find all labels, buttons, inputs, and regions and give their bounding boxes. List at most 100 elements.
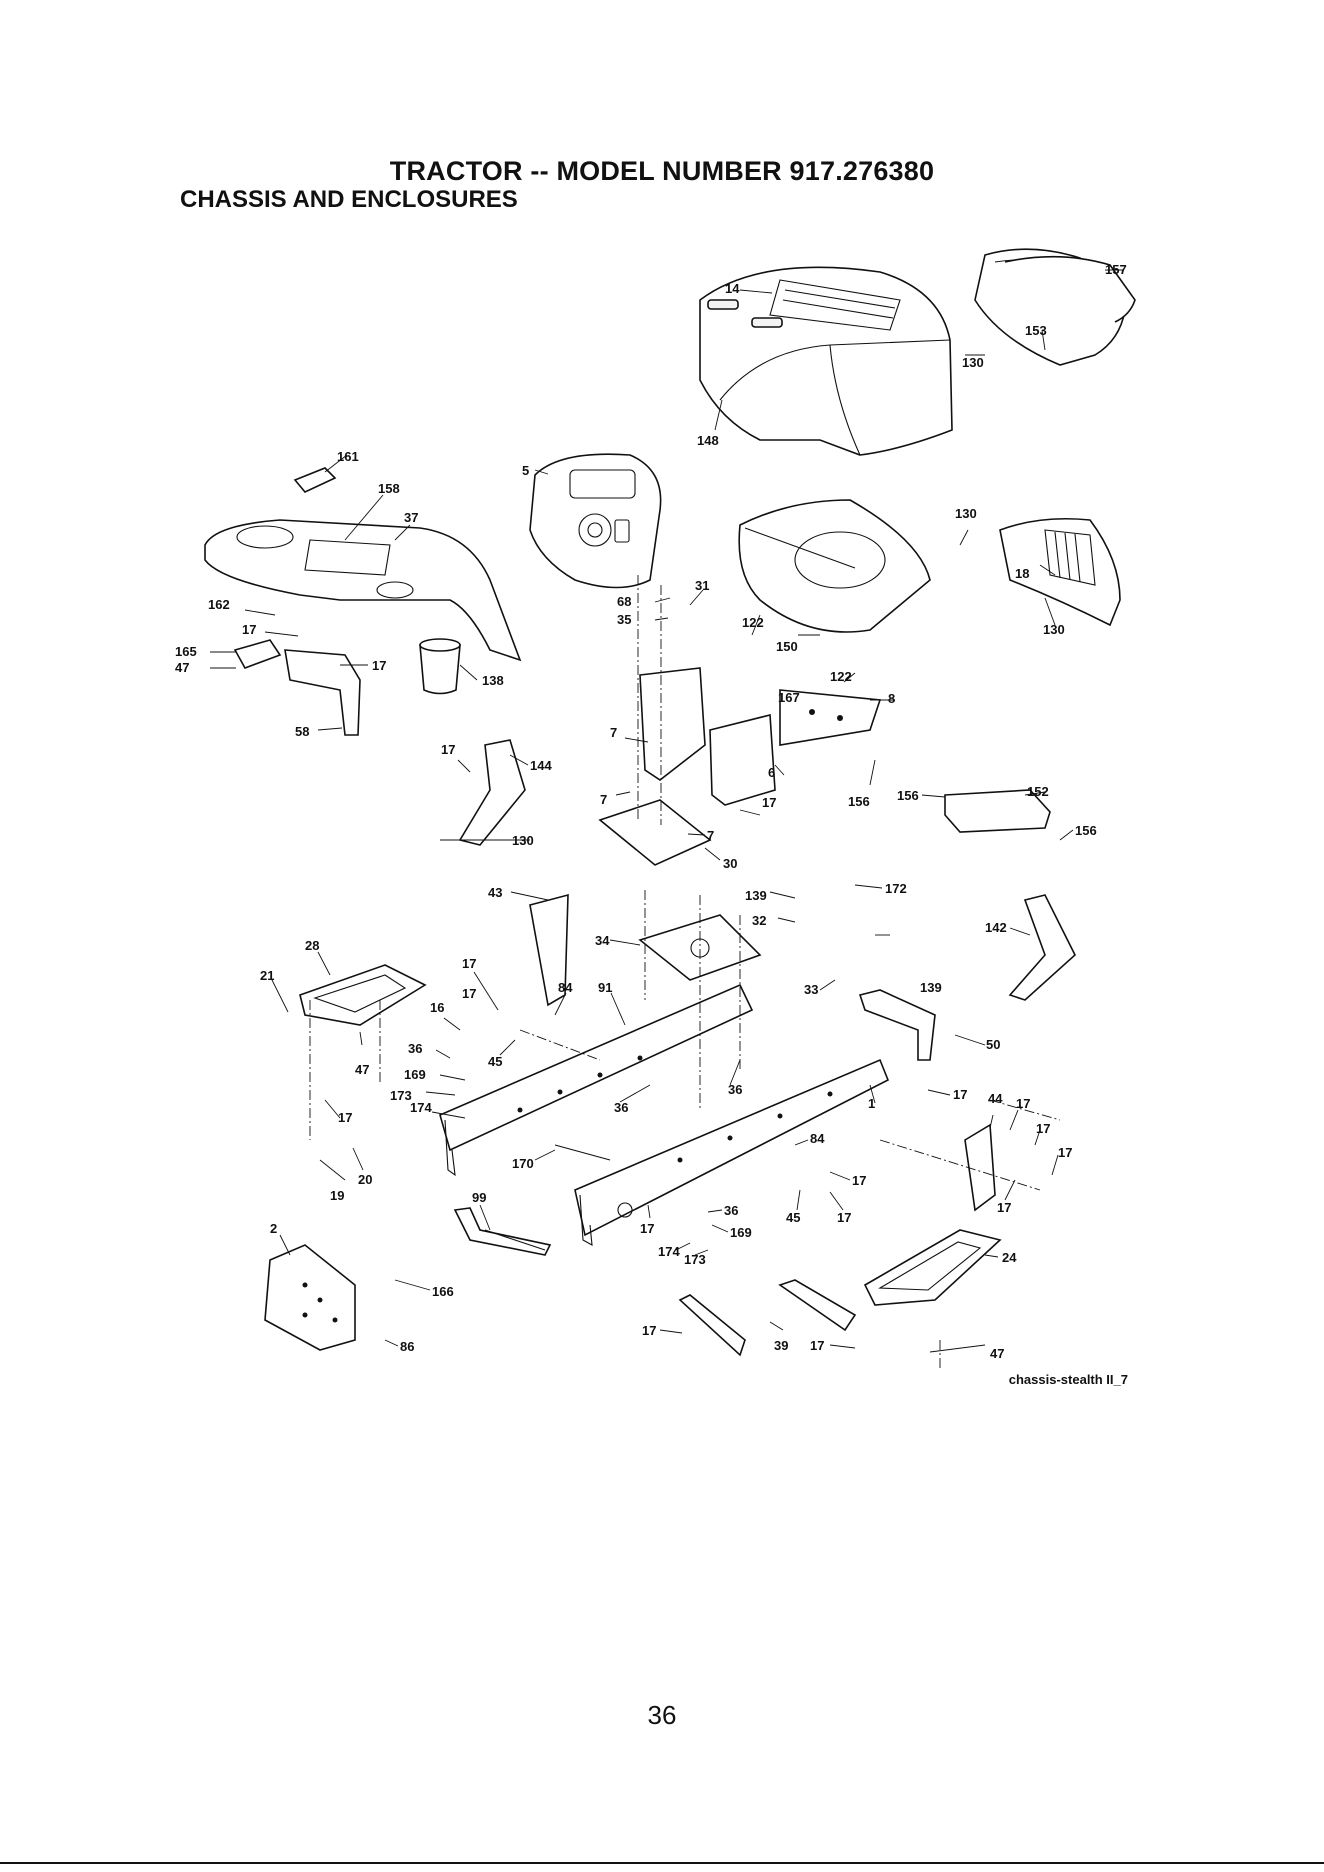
callout-label: 91 — [598, 980, 612, 995]
callout-label: 130 — [1043, 622, 1065, 637]
callout-label: 47 — [355, 1062, 369, 1077]
callout-label: 16 — [430, 1000, 444, 1015]
callout-label: 17 — [852, 1173, 866, 1188]
callout-label: 7 — [610, 725, 617, 740]
callout-label: 169 — [404, 1067, 426, 1082]
callout-label: 14 — [725, 281, 740, 296]
callout-label: 18 — [1015, 566, 1029, 581]
hood-part — [699, 266, 953, 456]
callout-label: 68 — [617, 594, 631, 609]
callout-label: 17 — [810, 1338, 824, 1353]
callout-label: 17 — [242, 622, 256, 637]
callout-label: 173 — [684, 1252, 706, 1267]
callout-label: 34 — [595, 933, 610, 948]
plate-30-part — [598, 799, 712, 866]
callout-label: 153 — [1025, 323, 1047, 338]
callout-label: 84 — [558, 980, 573, 995]
callout-label: 148 — [697, 433, 719, 448]
callout-label: 99 — [472, 1190, 486, 1205]
callout-label: 17 — [372, 658, 386, 673]
callout-label: 5 — [522, 463, 529, 478]
callout-label: 173 — [390, 1088, 412, 1103]
callout-label: 47 — [990, 1346, 1004, 1361]
footrest-right-part — [863, 1229, 1002, 1306]
callout-label: 7 — [600, 792, 607, 807]
callout-label: 174 — [410, 1100, 432, 1115]
callout-label: 167 — [778, 690, 800, 705]
callout-label: 24 — [1002, 1250, 1017, 1265]
axle-plate-part — [264, 1244, 356, 1351]
battery-box-part — [999, 518, 1121, 627]
callout-label: 20 — [358, 1172, 372, 1187]
callout-label: 156 — [848, 794, 870, 809]
callout-label: 17 — [1058, 1145, 1072, 1160]
callout-label: 169 — [730, 1225, 752, 1240]
callout-label: 150 — [776, 639, 798, 654]
callout-label: 1 — [868, 1096, 875, 1111]
page-number: 36 — [647, 1700, 677, 1730]
callout-label: 122 — [830, 669, 852, 684]
dash-panel-part — [529, 453, 662, 589]
callout-label: 36 — [614, 1100, 628, 1115]
callout-label: 33 — [804, 982, 818, 997]
plate-34-part — [638, 914, 762, 981]
callout-label: 31 — [695, 578, 709, 593]
callout-label: 17 — [997, 1200, 1011, 1215]
callout-label: 37 — [404, 510, 418, 525]
cup-holder-part — [419, 638, 461, 695]
callout-label: 144 — [530, 758, 552, 773]
frame-left-rail-part — [439, 983, 754, 1177]
callout-label: 36 — [408, 1041, 422, 1056]
callout-label: 17 — [462, 986, 476, 1001]
callout-label: 158 — [378, 481, 400, 496]
callout-label: 17 — [1036, 1121, 1050, 1136]
callout-label: 50 — [986, 1037, 1000, 1052]
fender-part — [204, 467, 522, 662]
callout-label: 157 — [1105, 262, 1127, 277]
bracket-39-part — [678, 1279, 857, 1357]
callouts: 157 14 153 130 148 161 5 158 37 130 18 1… — [175, 262, 1127, 1361]
callout-label: 45 — [488, 1054, 502, 1069]
callout-label: 122 — [742, 615, 764, 630]
callout-label: 166 — [432, 1284, 454, 1299]
callout-label: 165 — [175, 644, 197, 659]
callout-label: 156 — [1075, 823, 1097, 838]
callout-label: 130 — [962, 355, 984, 370]
callout-label: 28 — [305, 938, 319, 953]
callout-label: 21 — [260, 968, 274, 983]
callout-label: 36 — [728, 1082, 742, 1097]
callout-label: 17 — [338, 1110, 352, 1125]
callout-label: 17 — [640, 1221, 654, 1236]
callout-label: 17 — [642, 1323, 656, 1338]
bracket-44-part — [964, 1123, 996, 1212]
footrest-left-part — [299, 964, 427, 1026]
callout-label: 86 — [400, 1339, 414, 1354]
callout-label: 172 — [885, 881, 907, 896]
callout-label: 43 — [488, 885, 502, 900]
callout-label: 30 — [723, 856, 737, 871]
callout-label: 39 — [774, 1338, 788, 1353]
callout-label: 45 — [786, 1210, 800, 1225]
callout-label: 142 — [985, 920, 1007, 935]
bracket-50-part — [858, 989, 936, 1061]
callout-label: 161 — [337, 449, 359, 464]
callout-label: 2 — [270, 1221, 277, 1236]
assembly-lines — [309, 575, 1061, 1370]
section-subtitle: CHASSIS AND ENCLOSURES — [180, 186, 518, 213]
callout-label: 17 — [441, 742, 455, 757]
callout-label: 174 — [658, 1244, 680, 1259]
callout-label: 6 — [768, 765, 775, 780]
callout-label: 32 — [752, 913, 766, 928]
lever-part — [453, 1207, 552, 1256]
callout-label: 84 — [810, 1131, 825, 1146]
battery-tray-part — [944, 789, 1051, 833]
callout-label: 17 — [1016, 1096, 1030, 1111]
page-title: TRACTOR -- MODEL NUMBER 917.276380 — [389, 156, 935, 186]
callout-label: 139 — [745, 888, 767, 903]
callout-label: 152 — [1027, 784, 1049, 799]
tie-rod-part — [554, 1144, 611, 1161]
callout-label: 17 — [462, 956, 476, 971]
callout-label: 162 — [208, 597, 230, 612]
callout-label: 17 — [837, 1210, 851, 1225]
